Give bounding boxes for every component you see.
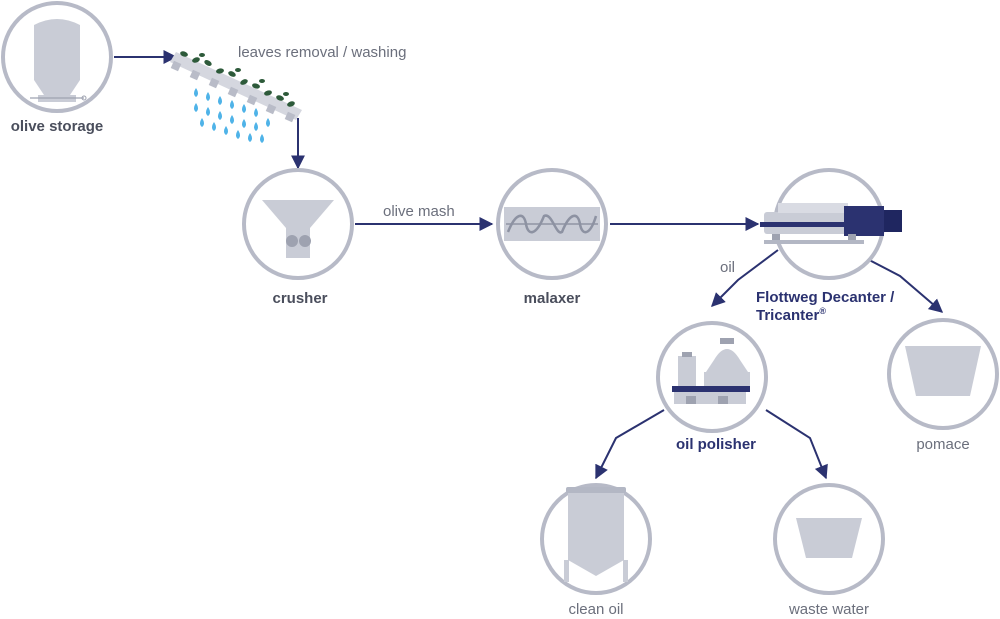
node-waste-water: waste water bbox=[773, 483, 885, 618]
water-drops-icon bbox=[194, 88, 270, 143]
label-oil-polisher: oil polisher bbox=[676, 436, 756, 453]
node-clean-oil: clean oil bbox=[540, 483, 652, 618]
label-olive-storage: olive storage bbox=[11, 118, 104, 135]
node-decanter: Flottweg Decanter / Tricanter® bbox=[756, 168, 902, 324]
oil-tank-icon bbox=[564, 487, 628, 582]
node-malaxer: malaxer bbox=[496, 168, 608, 307]
separator-icon bbox=[672, 338, 750, 404]
label-waste-water: waste water bbox=[788, 601, 869, 618]
label-crusher: crusher bbox=[272, 290, 327, 307]
arrow-polisher-to-cleanoil bbox=[595, 409, 665, 480]
node-olive-storage: olive storage bbox=[1, 1, 113, 135]
decanter-centrifuge-icon bbox=[760, 203, 902, 244]
conveyor-belt-icon bbox=[170, 52, 302, 123]
label-pomace: pomace bbox=[916, 436, 969, 453]
arrow-decanter-to-polisher bbox=[711, 249, 779, 307]
crusher-hopper-icon bbox=[262, 200, 334, 258]
label-malaxer: malaxer bbox=[524, 290, 581, 307]
node-pomace: pomace bbox=[887, 318, 999, 453]
label-decanter-line2: Tricanter® bbox=[756, 306, 826, 324]
arrow-polisher-to-wastewater bbox=[765, 409, 828, 480]
malaxer-screw-icon bbox=[504, 207, 600, 241]
label-olive-mash: olive mash bbox=[383, 203, 455, 220]
waste-container-icon bbox=[796, 518, 862, 558]
node-washing: leaves removal / washing bbox=[170, 44, 406, 143]
node-oil-polisher: oil polisher bbox=[656, 321, 768, 453]
pomace-container-icon bbox=[905, 346, 981, 396]
label-leaves-removal: leaves removal / washing bbox=[238, 44, 406, 61]
label-clean-oil: clean oil bbox=[568, 601, 623, 618]
label-oil: oil bbox=[720, 259, 735, 276]
label-decanter-line1: Flottweg Decanter / bbox=[756, 289, 895, 306]
storage-silo-icon bbox=[30, 19, 87, 102]
node-crusher: crusher bbox=[242, 168, 354, 307]
olives-leaves-icon bbox=[180, 51, 295, 107]
